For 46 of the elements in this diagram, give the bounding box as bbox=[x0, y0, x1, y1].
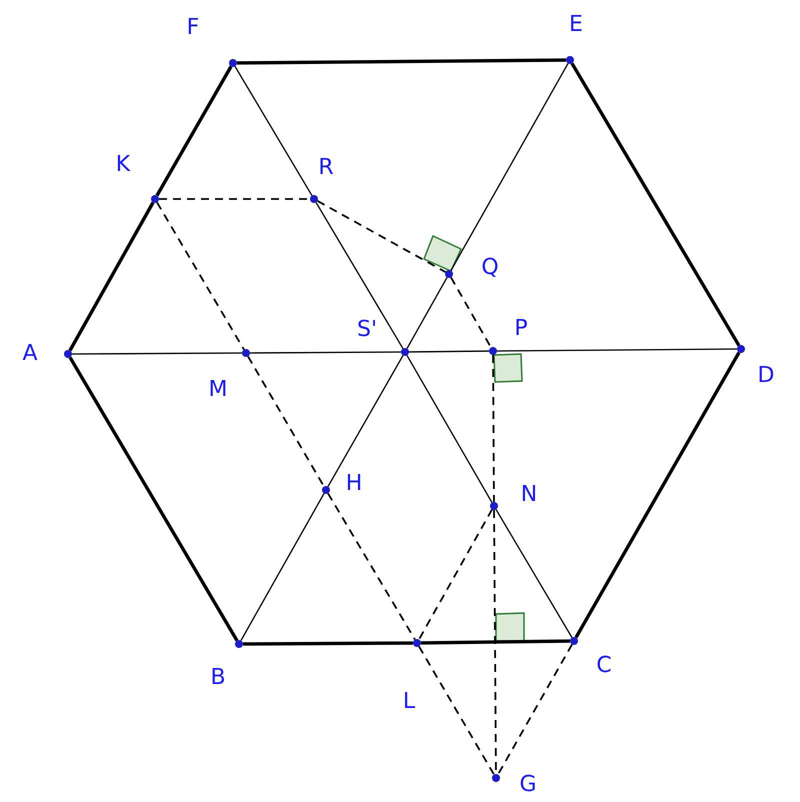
dashed-segment bbox=[247, 356, 325, 487]
dashed-segment bbox=[317, 200, 446, 273]
point-label: M bbox=[208, 379, 228, 401]
line-segment bbox=[240, 493, 325, 641]
dashed-segment bbox=[418, 646, 495, 775]
line-segment bbox=[406, 355, 493, 503]
point-label: N bbox=[520, 484, 538, 506]
line-segment bbox=[497, 348, 737, 352]
line-segment bbox=[72, 352, 242, 355]
point-label: L bbox=[402, 691, 416, 713]
line-segment bbox=[406, 277, 448, 349]
thick-line-segment bbox=[570, 62, 740, 346]
point-label: G bbox=[519, 774, 537, 796]
line-segment bbox=[234, 66, 313, 196]
thick-line-segment bbox=[236, 58, 566, 65]
point-label: F bbox=[186, 17, 200, 39]
thick-line-segment bbox=[574, 352, 740, 638]
point-label: Q bbox=[481, 257, 499, 279]
dashed-segment bbox=[159, 198, 310, 200]
point-label: P bbox=[514, 318, 528, 340]
line-segment bbox=[250, 351, 401, 354]
dashed-segment bbox=[492, 355, 495, 502]
thick-line-segment bbox=[68, 356, 238, 642]
line-segment bbox=[409, 350, 489, 353]
thick-line-segment bbox=[242, 641, 414, 646]
point-label: R bbox=[318, 157, 334, 179]
point-label: E bbox=[569, 14, 583, 36]
point-label: A bbox=[22, 343, 38, 365]
point-label: H bbox=[346, 473, 362, 495]
thick-line-segment bbox=[68, 202, 155, 352]
thick-line-segment bbox=[420, 639, 570, 645]
dashed-segment bbox=[497, 644, 573, 775]
line-segment bbox=[327, 355, 404, 487]
dashed-segment bbox=[418, 509, 493, 640]
point-label: C bbox=[596, 655, 612, 677]
dashed-segment bbox=[450, 277, 492, 348]
line-segment bbox=[450, 63, 569, 271]
point-label: B bbox=[210, 667, 226, 689]
point-label: S' bbox=[357, 319, 377, 341]
point-label: K bbox=[116, 154, 130, 176]
point-label: D bbox=[758, 365, 774, 387]
dashed-segment bbox=[327, 492, 416, 640]
dashed-segment bbox=[156, 202, 245, 350]
line-segment bbox=[495, 509, 573, 638]
line-segment bbox=[315, 202, 404, 349]
thick-line-segment bbox=[156, 66, 232, 196]
